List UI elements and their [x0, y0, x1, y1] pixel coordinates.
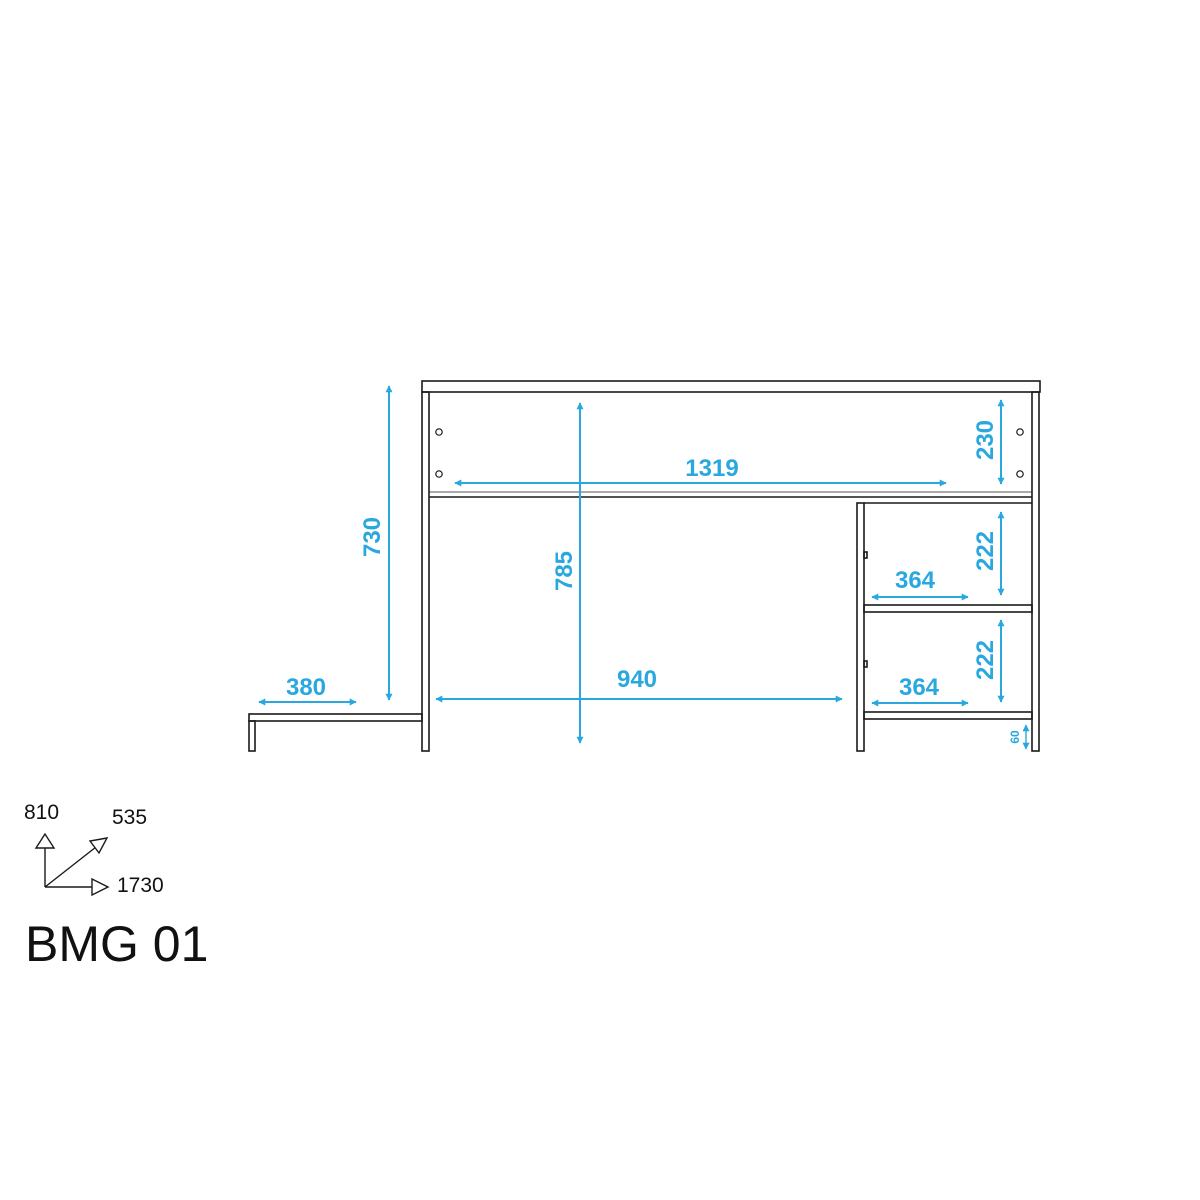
- dim-label-364-bottom: 364: [899, 674, 940, 701]
- shelf-pin-bottom: [863, 660, 868, 668]
- dimension-lines: [258, 385, 1030, 750]
- dim-label-230: 230: [972, 420, 999, 460]
- axis-height-arrow-icon: [34, 832, 56, 849]
- shelf-pin-top: [863, 551, 868, 559]
- overall-dimensions-axis: 810 535 1730: [24, 801, 164, 897]
- dim-label-222-bottom: 222: [972, 640, 999, 680]
- model-name: BMG 01: [25, 916, 208, 972]
- dim-label-60: 60: [1008, 730, 1022, 744]
- overall-height-label: 810: [24, 801, 59, 824]
- overall-width-label: 1730: [117, 874, 164, 897]
- cam-hole-bottom-left: [435, 470, 443, 478]
- dim-label-940: 940: [617, 666, 657, 693]
- cabinet-divider-panel: [856, 502, 865, 752]
- cabinet-shelf-middle: [863, 604, 1033, 613]
- return-shelf: [248, 713, 423, 722]
- cabinet-shelf-bottom: [863, 711, 1033, 720]
- dim-label-364-top: 364: [895, 567, 936, 594]
- dim-label-380: 380: [286, 674, 326, 701]
- cam-hole-top-left: [435, 428, 443, 436]
- cam-hole-top-right: [1016, 428, 1024, 436]
- desk-top: [421, 380, 1041, 393]
- return-shelf-leg: [248, 720, 256, 752]
- cam-hole-bottom-right: [1016, 470, 1024, 478]
- dim-label-785: 785: [551, 551, 578, 591]
- dim-label-222-top: 222: [972, 531, 999, 571]
- axis-width-arrow-icon: [91, 877, 110, 897]
- axis-depth-arrow-icon: [88, 837, 109, 855]
- dim-label-1319: 1319: [685, 455, 738, 482]
- dimension-labels: 1319 785 730 230 222 222 364 364 940 380…: [286, 420, 1022, 744]
- axis-depth-line: [44, 846, 97, 888]
- overall-depth-label: 535: [112, 806, 147, 829]
- dim-label-730: 730: [359, 517, 386, 557]
- right-side-panel: [1031, 391, 1040, 752]
- left-side-panel: [421, 391, 430, 752]
- desk-outline: [248, 380, 1041, 752]
